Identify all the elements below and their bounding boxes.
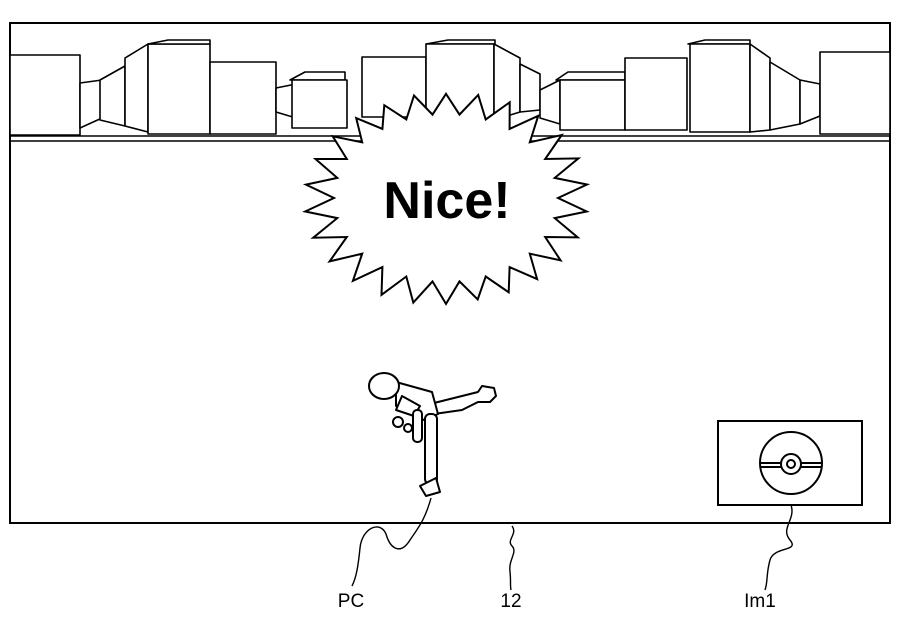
label-im1: Im1 <box>744 591 776 612</box>
building <box>624 57 688 131</box>
label-pc: PC <box>338 591 364 612</box>
building <box>559 79 626 131</box>
building <box>555 71 626 81</box>
building <box>819 51 891 135</box>
label-screen: 12 <box>500 591 521 612</box>
building <box>799 79 821 125</box>
building <box>209 61 277 135</box>
leader-pc <box>351 497 432 587</box>
city-background <box>9 39 891 136</box>
leader-screen <box>509 525 515 591</box>
building <box>689 43 751 133</box>
ball-icon <box>759 431 823 495</box>
building <box>9 54 81 136</box>
leader-im1 <box>764 504 793 591</box>
building <box>361 56 427 118</box>
bubble-text: Nice! <box>383 172 510 230</box>
building <box>291 79 348 129</box>
building <box>147 43 211 135</box>
building <box>124 43 149 133</box>
leader-lines <box>351 497 793 591</box>
building <box>147 39 211 45</box>
running-character-icon <box>368 372 497 497</box>
starburst-bubble-icon <box>302 91 591 306</box>
building <box>749 43 771 133</box>
